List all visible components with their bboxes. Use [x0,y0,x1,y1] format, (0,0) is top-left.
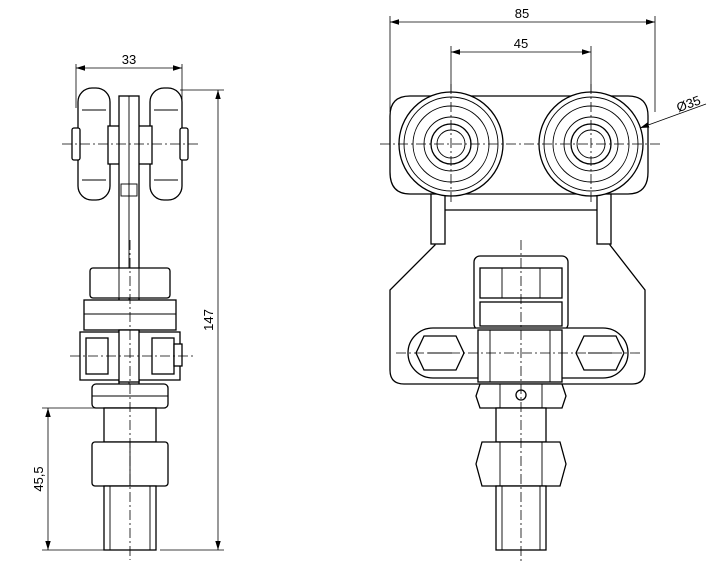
dimension-side-width-label: 33 [122,52,136,67]
dimension-side-width: 33 [75,52,183,108]
front-view [380,84,662,562]
dimension-front-width: 85 [389,6,656,112]
front-right-leg [596,193,612,245]
dimension-side-height: 147 [160,89,224,551]
dimension-front-center-distance: 45 [450,36,592,92]
dimension-side-height-label: 147 [201,309,216,331]
dimension-side-bottom: 45,5 [31,407,104,551]
front-lower-nut [475,383,567,409]
dimension-wheel-diameter-label: Ø35 [674,93,702,116]
dimension-side-bottom-label: 45,5 [31,466,46,491]
front-left-leg [430,193,446,245]
side-right-wheel [149,87,189,201]
side-view [62,87,200,560]
front-bolt-bar [407,327,629,383]
dimension-wheel-diameter: Ø35 [639,93,707,129]
dimension-front-width-label: 85 [515,6,529,21]
dimension-front-center-distance-label: 45 [514,36,528,51]
